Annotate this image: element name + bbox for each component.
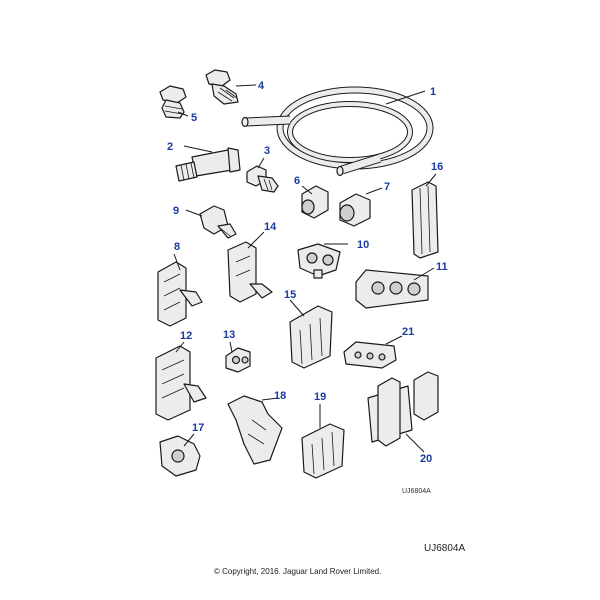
part-4-adapter [205,69,239,105]
part-20-double-clip [367,371,439,447]
part-3-fitting [246,165,279,193]
part-10-tube-clip [297,243,341,279]
callout-13[interactable]: 13 [223,329,235,341]
part-7-nut [339,193,371,227]
callout-7[interactable]: 7 [384,181,390,193]
callout-12[interactable]: 12 [180,330,192,342]
callout-5[interactable]: 5 [191,112,197,124]
callout-10[interactable]: 10 [357,239,369,251]
part-13-small-clip [225,347,251,373]
callout-3[interactable]: 3 [264,145,270,157]
callout-15[interactable]: 15 [284,289,296,301]
part-9-clip [199,205,237,239]
callout-8[interactable]: 8 [174,241,180,253]
diagram-ref-small: UJ6804A [402,488,431,495]
part-17-pipe-clip [159,435,201,477]
diagram-reference-code: UJ6804A [424,543,466,554]
part-12-clip [155,345,207,421]
callout-labels: 1 2 3 4 5 6 7 8 9 10 11 12 13 14 15 16 1… [167,80,448,465]
part-1-tubing-coil [241,86,434,177]
callout-16[interactable]: 16 [431,161,443,173]
part-16-comb-clip [411,181,439,259]
copyright-notice: © Copyright, 2016. Jaguar Land Rover Lim… [214,567,382,576]
callout-11[interactable]: 11 [436,261,448,273]
part-6-nut [301,185,329,219]
callout-17[interactable]: 17 [192,422,204,434]
part-8-clip [157,261,203,327]
callout-2[interactable]: 2 [167,141,173,153]
part-5-adapter [159,85,187,119]
leader-lines [173,84,437,453]
callout-6[interactable]: 6 [294,175,300,187]
callout-4[interactable]: 4 [258,80,265,92]
part-15-comb-clip [289,305,333,369]
callout-18[interactable]: 18 [274,390,286,402]
callout-19[interactable]: 19 [314,391,326,403]
callout-20[interactable]: 20 [420,453,432,465]
callout-14[interactable]: 14 [264,221,277,233]
part-14-clip [227,241,273,303]
part-2-long-adapter [175,147,241,182]
callout-9[interactable]: 9 [173,205,179,217]
part-19-comb-clip [301,423,345,479]
callout-1[interactable]: 1 [430,86,436,98]
part-11-triple-clip [355,269,429,309]
part-21-strip-clip [343,341,397,369]
callout-21[interactable]: 21 [402,326,414,338]
part-18-bracket-clip [227,395,283,465]
